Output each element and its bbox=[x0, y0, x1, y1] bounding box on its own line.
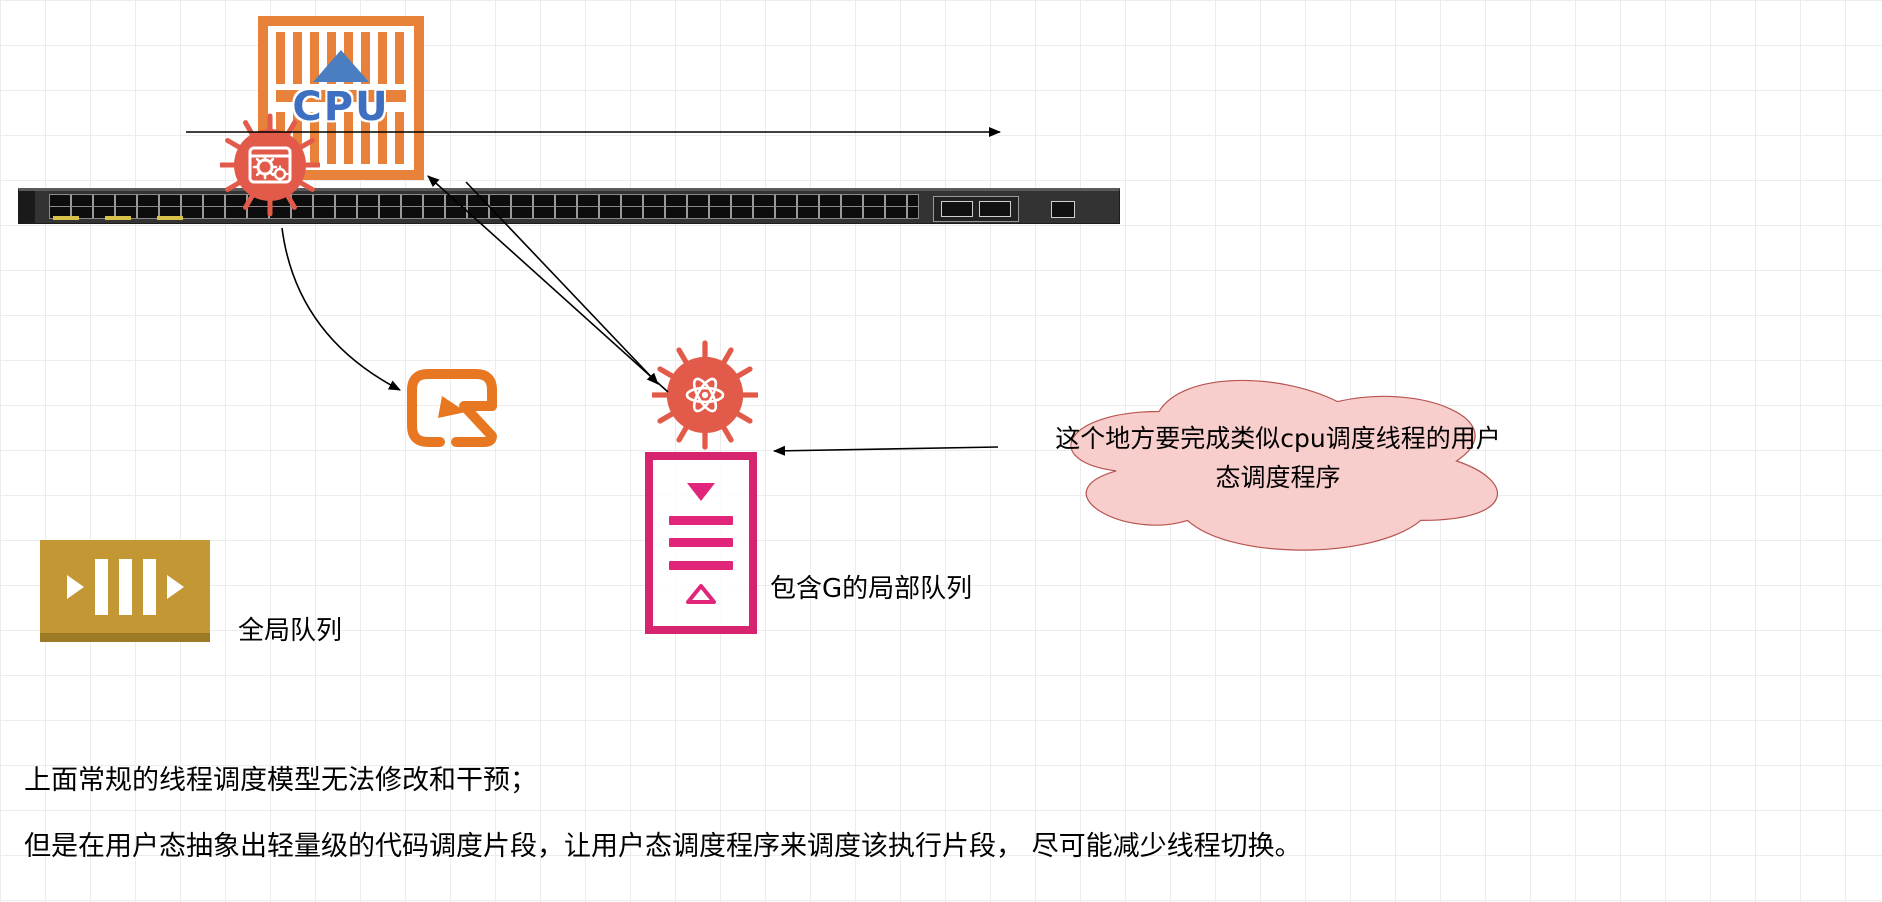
note-line-2: 但是在用户态抽象出轻量级的代码调度片段，让用户态调度程序来调度该执行片段， 尽可… bbox=[24, 831, 1302, 862]
switch-console-port bbox=[1051, 201, 1075, 218]
arrow-gear-to-emblem bbox=[281, 227, 401, 391]
note-line-1: 上面常规的线程调度模型无法修改和干预； bbox=[24, 765, 537, 796]
local-queue-label: 包含G的局部队列 bbox=[770, 574, 973, 604]
cloud-text-line1: 这个地方要完成类似cpu调度线程的用户 bbox=[1055, 424, 1501, 453]
queue-item-bar bbox=[669, 560, 733, 570]
cloud-callout bbox=[1040, 362, 1516, 560]
cloud-text-line2: 态调度程序 bbox=[1215, 462, 1341, 492]
cloud-text: 这个地方要完成类似cpu调度线程的用户 态调度程序 bbox=[1008, 420, 1548, 498]
gear-virus-icon bbox=[220, 113, 320, 217]
switch-uplink-ports bbox=[933, 196, 1019, 222]
network-switch-image bbox=[18, 188, 1120, 224]
orange-emblem-icon bbox=[407, 369, 497, 447]
switch-yellow-tag bbox=[105, 216, 131, 220]
switch-left-cap bbox=[19, 191, 35, 223]
cpu-crate-midbar bbox=[276, 90, 406, 102]
local-queue-icon bbox=[645, 452, 757, 634]
queue-item-bar bbox=[669, 538, 733, 548]
queue-bar bbox=[142, 558, 156, 615]
queue-tail-triangle-icon bbox=[686, 583, 716, 604]
switch-yellow-tag bbox=[53, 216, 79, 220]
queue-play-triangle-icon bbox=[166, 574, 184, 599]
switch-yellow-tag bbox=[157, 216, 183, 220]
queue-play-triangle-icon bbox=[66, 574, 84, 599]
global-queue-icon bbox=[40, 540, 210, 642]
queue-head-triangle-icon bbox=[687, 483, 715, 502]
cpu-crate-icon: CPU bbox=[258, 16, 424, 180]
queue-item-bar bbox=[669, 516, 733, 526]
arrow-cloud-to-queue bbox=[773, 445, 999, 456]
queue-bar bbox=[94, 558, 108, 615]
queue-bar bbox=[118, 558, 132, 615]
atom-virus-icon bbox=[652, 340, 758, 450]
cpu-label: CPU bbox=[292, 84, 390, 130]
cpu-triangle-icon bbox=[313, 50, 369, 82]
global-queue-label: 全局队列 bbox=[238, 616, 343, 646]
